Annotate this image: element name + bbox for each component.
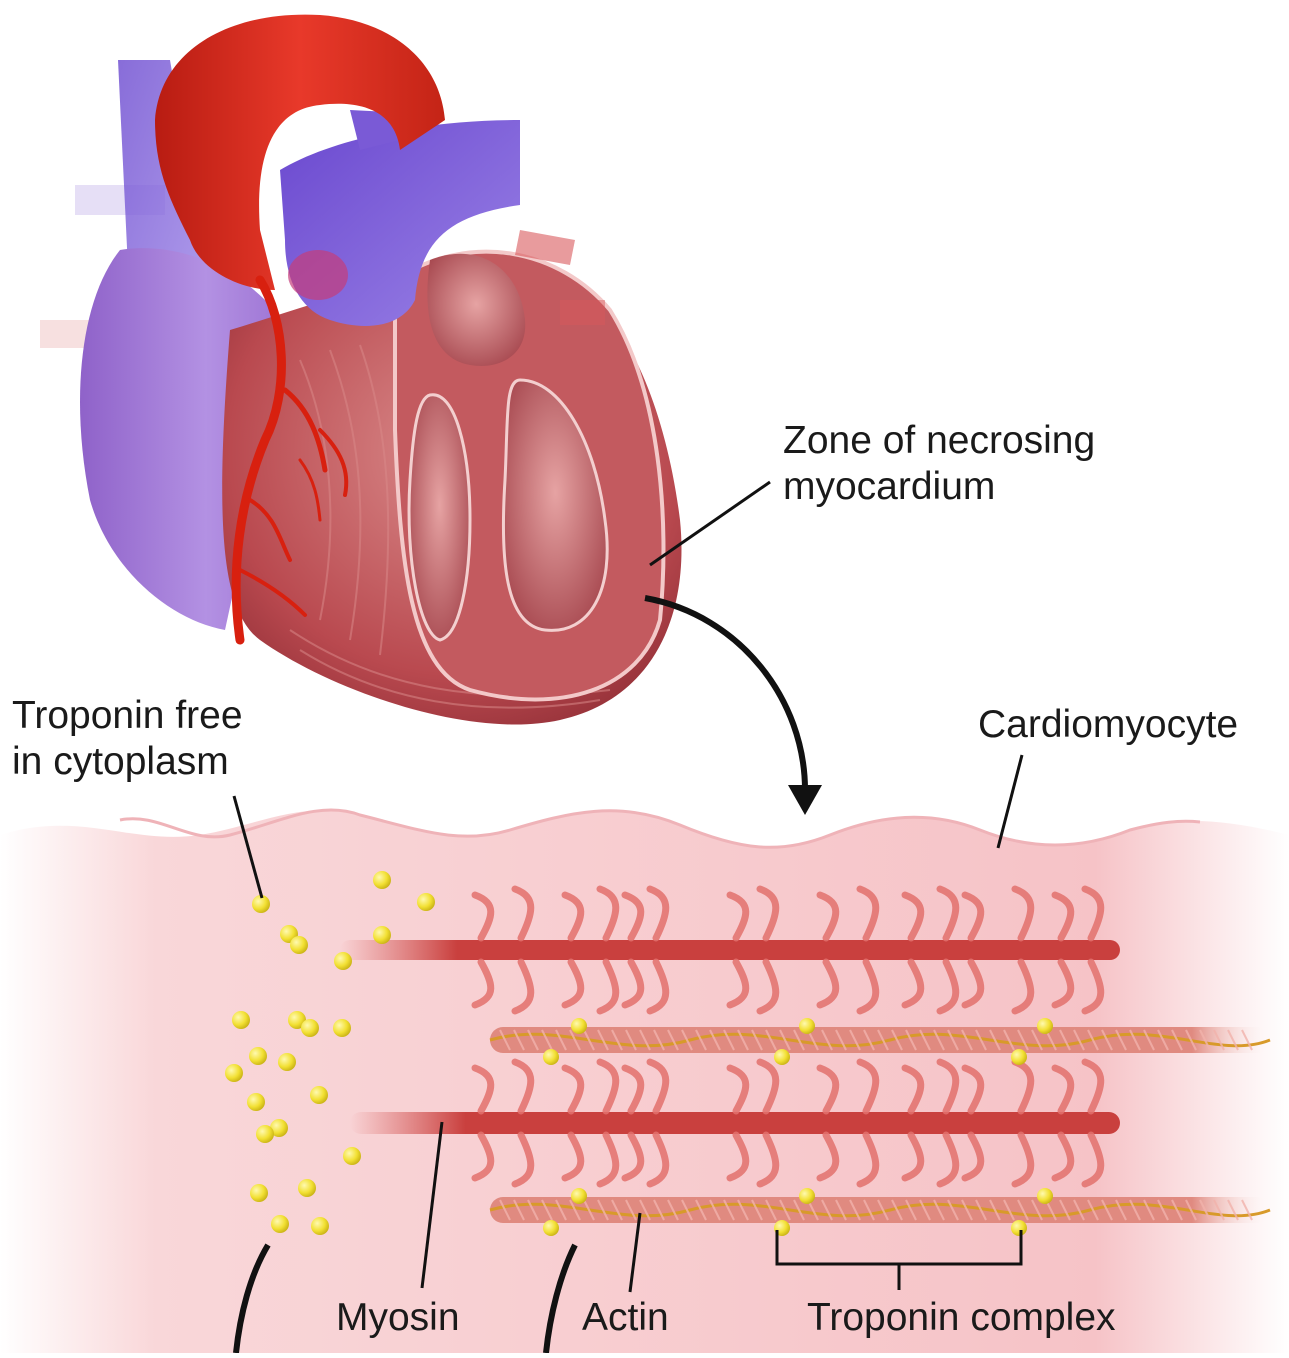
- troponin-complex: [1037, 1188, 1053, 1204]
- troponin-complex: [543, 1220, 559, 1236]
- label-zone-line2: myocardium: [783, 464, 1095, 510]
- myosin-filament: [340, 940, 1120, 960]
- free-troponin: [250, 1184, 268, 1202]
- heart: [40, 15, 682, 725]
- free-troponin: [271, 1215, 289, 1233]
- pulmonary-vein-stub: [560, 300, 605, 325]
- label-troponin-free-line1: Troponin free: [12, 693, 243, 739]
- troponin-complex: [543, 1049, 559, 1065]
- label-troponin-complex: Troponin complex: [807, 1295, 1116, 1341]
- label-zone-necrosing: Zone of necrosing myocardium: [783, 418, 1095, 510]
- free-troponin: [225, 1064, 243, 1082]
- label-troponin-free: Troponin free in cytoplasm: [12, 693, 243, 785]
- free-troponin: [333, 1019, 351, 1037]
- free-troponin: [334, 952, 352, 970]
- troponin-complex: [571, 1018, 587, 1034]
- label-zone-line1: Zone of necrosing: [783, 418, 1095, 464]
- myosin-filament: [350, 1112, 1120, 1134]
- free-troponin: [373, 871, 391, 889]
- free-troponin: [256, 1125, 274, 1143]
- free-troponin: [247, 1093, 265, 1111]
- troponin-complex: [774, 1049, 790, 1065]
- free-troponin: [343, 1147, 361, 1165]
- free-troponin: [311, 1217, 329, 1235]
- label-actin: Actin: [582, 1295, 669, 1341]
- free-troponin: [232, 1011, 250, 1029]
- zoom-arrow: [645, 598, 805, 790]
- free-troponin: [249, 1047, 267, 1065]
- pulmonary-valve: [288, 250, 348, 300]
- label-cardiomyocyte: Cardiomyocyte: [978, 702, 1238, 748]
- free-troponin: [301, 1019, 319, 1037]
- troponin-complex: [1011, 1049, 1027, 1065]
- troponin-complex: [799, 1018, 815, 1034]
- free-troponin: [298, 1179, 316, 1197]
- leader-line-cardiomyocyte: [998, 755, 1022, 848]
- free-troponin: [310, 1086, 328, 1104]
- troponin-complex: [1037, 1018, 1053, 1034]
- free-troponin: [373, 926, 391, 944]
- troponin-complex: [571, 1188, 587, 1204]
- free-troponin: [278, 1053, 296, 1071]
- zoom-arrow-head: [788, 785, 822, 815]
- right-ventricle-cavity: [409, 395, 470, 640]
- label-troponin-free-line2: in cytoplasm: [12, 739, 243, 785]
- label-myosin: Myosin: [336, 1295, 460, 1341]
- troponin-complex: [1011, 1220, 1027, 1236]
- troponin-complex: [799, 1188, 815, 1204]
- free-troponin: [290, 936, 308, 954]
- free-troponin: [417, 893, 435, 911]
